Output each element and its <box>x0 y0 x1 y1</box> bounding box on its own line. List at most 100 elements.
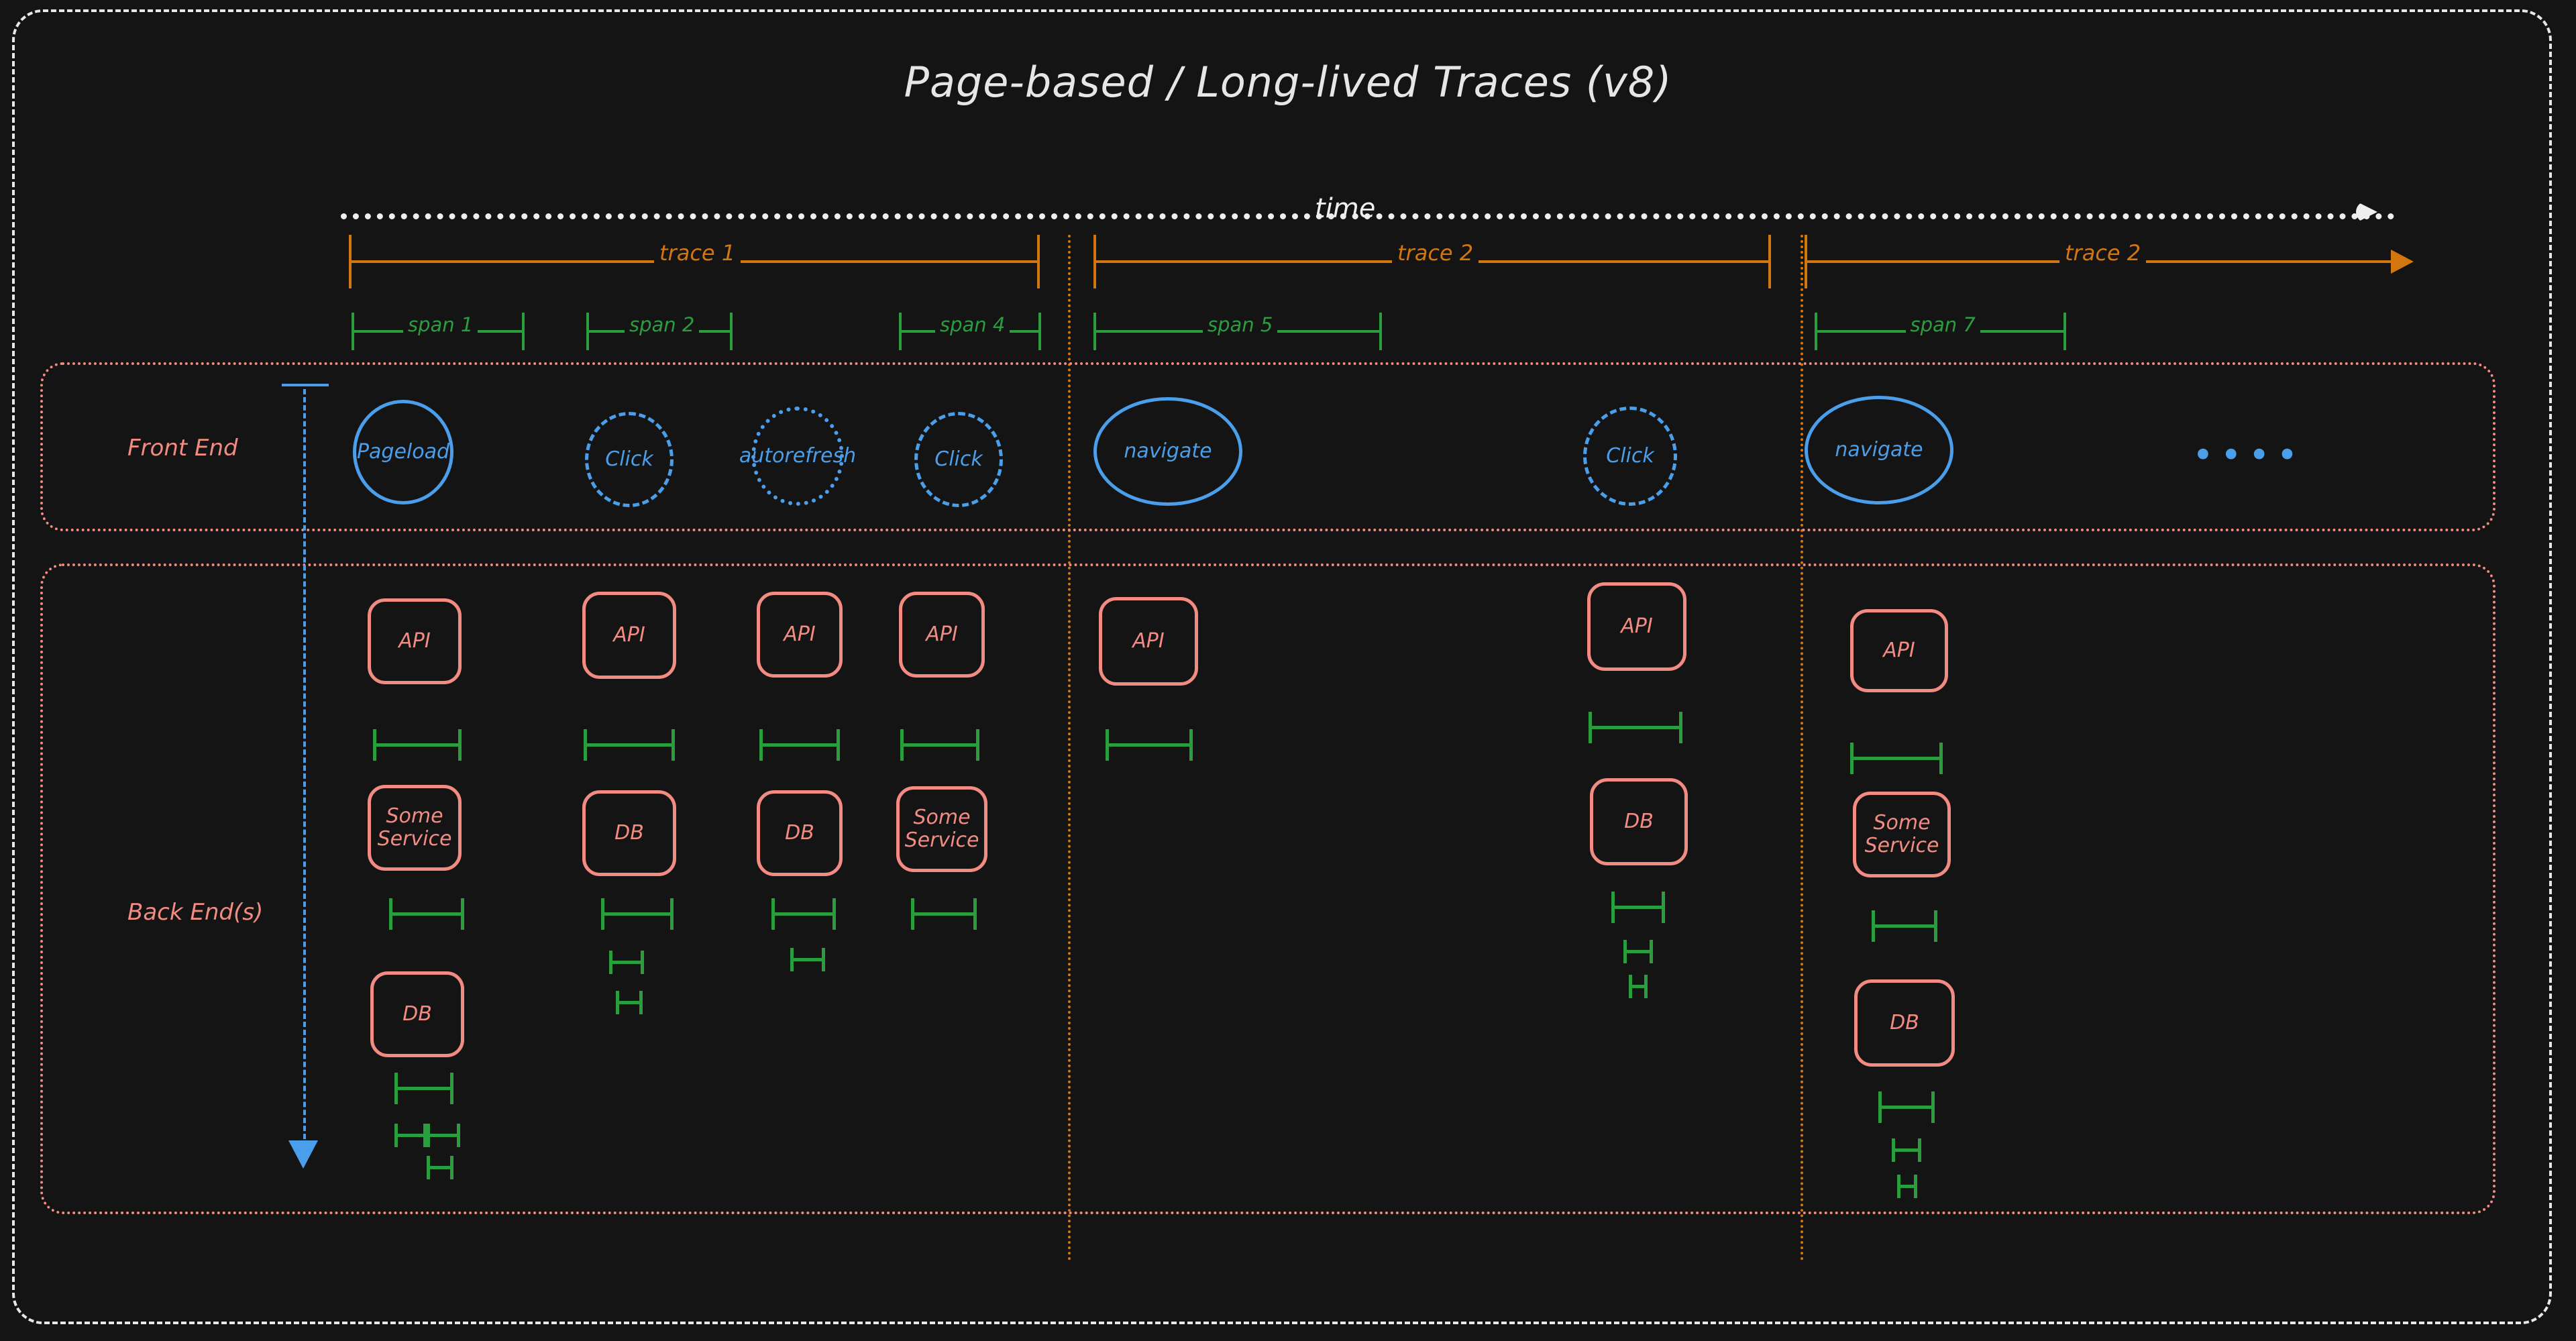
backend-node-label: Some <box>913 806 971 830</box>
depth-arrow-cap <box>282 384 329 386</box>
backend-span-bar <box>911 898 977 930</box>
backend-node-label: API <box>784 623 816 647</box>
backend-node-label: API <box>926 623 958 647</box>
span-bar: span 5 <box>1093 313 1382 350</box>
backend-node-label: API <box>1621 614 1653 639</box>
frontend-ellipsis-icon: •••• <box>2192 434 2305 476</box>
backend-node-label: DB <box>614 821 644 845</box>
backend-node[interactable]: DB <box>582 790 676 876</box>
backend-node-label: DB <box>402 1002 432 1026</box>
time-axis-label: time <box>1315 193 1376 224</box>
trace-divider <box>1068 235 1071 1261</box>
backend-span-bar <box>790 948 825 971</box>
frontend-node-click-3[interactable]: Click <box>1583 407 1677 506</box>
span-bar: span 2 <box>586 313 733 350</box>
backend-span-bar <box>771 898 836 930</box>
backend-node[interactable]: API <box>757 592 843 678</box>
span-label: span 5 <box>1203 313 1278 336</box>
backend-node-label: API <box>1883 639 1915 663</box>
backend-node-label: API <box>1132 629 1165 653</box>
backend-node-label: Service <box>904 828 979 852</box>
frontend-node-label: Click <box>1606 444 1654 468</box>
frontend-node-label: load <box>406 440 450 464</box>
trace-label: trace 2 <box>1392 240 1479 266</box>
trace-bar: trace 1 <box>349 235 1040 288</box>
frontend-node-navigate-1[interactable]: navigate <box>1093 397 1242 506</box>
backend-node-label: Service <box>377 827 452 851</box>
page-title: Page-based / Long-lived Traces (v8) <box>904 58 1672 107</box>
frontend-node-label: navigate <box>1835 438 1923 462</box>
frontend-node-label: Click <box>934 447 983 472</box>
backend-span-bar <box>1892 1138 1921 1162</box>
time-axis <box>341 213 2395 226</box>
frontend-node-label: auto <box>739 444 785 468</box>
frontend-node-navigate-2[interactable]: navigate <box>1805 396 1953 504</box>
span-label: span 2 <box>625 313 700 336</box>
frontend-node-label: Click <box>605 447 653 472</box>
backend-span-bar <box>609 951 644 974</box>
frontend-panel <box>40 362 2496 531</box>
backend-span-bar <box>427 1156 453 1179</box>
backend-label: Back End(s) <box>127 899 264 926</box>
backend-node[interactable]: API <box>1587 582 1686 671</box>
backend-panel <box>40 564 2496 1214</box>
backend-node-label: API <box>613 623 645 647</box>
backend-span-bar <box>759 729 840 761</box>
backend-span-bar <box>1623 940 1653 963</box>
backend-node[interactable]: API <box>582 592 676 679</box>
frontend-node-click-2[interactable]: Click <box>914 412 1003 507</box>
span-label: span 7 <box>1905 313 1980 336</box>
backend-node-label: Some <box>386 804 443 828</box>
backend-node[interactable]: DB <box>1854 979 1955 1067</box>
span-label: span 4 <box>935 313 1010 336</box>
frontend-node-click-1[interactable]: Click <box>585 412 674 507</box>
trace-label: trace 1 <box>654 240 741 266</box>
backend-span-bar <box>601 898 674 930</box>
frontend-node-label: refresh <box>784 444 857 468</box>
backend-span-bar <box>1629 975 1648 998</box>
backend-node-label: API <box>398 629 431 653</box>
trace-bar: trace 2 <box>1093 235 1771 288</box>
trace-divider <box>1801 235 1803 1261</box>
backend-span-bar <box>1589 712 1682 743</box>
span-bar: span 1 <box>352 313 525 350</box>
backend-node[interactable]: DB <box>1590 778 1688 865</box>
backend-span-bar <box>1872 910 1937 942</box>
backend-span-bar <box>616 991 643 1014</box>
backend-span-bar <box>373 729 462 761</box>
trace-bar: trace 2 <box>1805 235 2414 288</box>
span-bar: span 4 <box>899 313 1041 350</box>
backend-node[interactable]: DB <box>370 971 464 1057</box>
backend-node[interactable]: API <box>1099 597 1198 686</box>
backend-span-bar <box>1106 729 1193 761</box>
backend-node-label: DB <box>785 821 814 845</box>
depth-arrow-head-icon <box>288 1140 318 1169</box>
depth-arrow-line <box>303 389 306 1147</box>
backend-span-bar <box>389 898 464 930</box>
backend-node[interactable]: API <box>899 592 985 678</box>
backend-node[interactable]: API <box>368 598 462 684</box>
backend-span-bar <box>1611 892 1665 923</box>
backend-node[interactable]: API <box>1850 609 1948 692</box>
backend-span-bar <box>1878 1091 1935 1123</box>
backend-span-bar <box>394 1073 453 1104</box>
span-bar: span 7 <box>1815 313 2066 350</box>
backend-node[interactable]: DB <box>757 790 843 876</box>
trace-arrowhead-icon <box>2391 250 2414 274</box>
backend-node-label: Some <box>1873 811 1931 835</box>
backend-span-bar <box>1850 743 1943 774</box>
trace-label: trace 2 <box>2059 240 2147 266</box>
right-arrow-icon <box>2356 201 2377 223</box>
backend-span-bar <box>394 1124 427 1147</box>
backend-node-label: DB <box>1890 1011 1919 1035</box>
backend-span-bar <box>427 1124 460 1147</box>
frontend-node-label: navigate <box>1124 439 1212 464</box>
frontend-label: Front End <box>127 435 238 462</box>
backend-span-bar <box>584 729 675 761</box>
